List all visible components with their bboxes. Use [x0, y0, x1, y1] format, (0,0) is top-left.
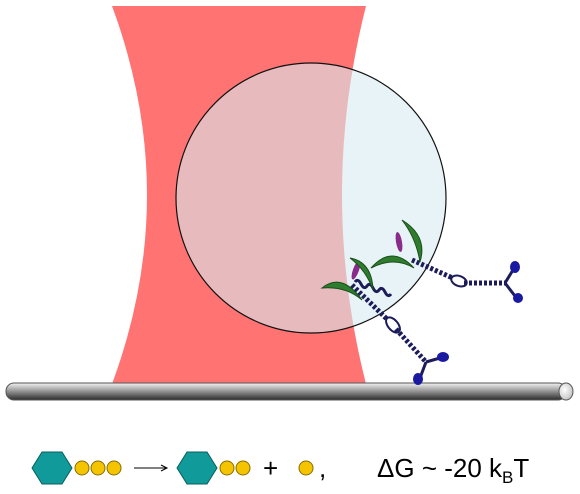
- hexagon-with-two-circles-icon: [176, 451, 251, 485]
- green-domain: [320, 281, 363, 301]
- free-energy-label: ΔG ~ -20 kBT: [377, 453, 529, 487]
- purple-domain: [395, 232, 403, 252]
- hexagon-with-three-circles-icon: [31, 451, 122, 485]
- green-domain: [401, 219, 423, 263]
- comma: ,: [319, 453, 326, 483]
- free-energy-tail: T: [513, 453, 529, 483]
- end-bead: [510, 261, 520, 273]
- end-bead: [513, 293, 523, 303]
- single-circle-icon: [298, 460, 314, 476]
- free-energy-main: ΔG ~ -20 k: [377, 453, 503, 483]
- green-domain: [349, 257, 374, 291]
- bead: [175, 62, 447, 334]
- end-bead: [413, 373, 423, 385]
- free-energy-subscript: B: [502, 468, 513, 487]
- plus-sign: +: [263, 453, 278, 483]
- reaction-equation: + , ΔG ~ -20 kBT: [31, 451, 529, 487]
- surface-rod: [5, 382, 574, 401]
- chain-hinge: [385, 316, 401, 334]
- green-domain: [370, 255, 415, 269]
- end-bead: [437, 352, 449, 362]
- right-arrow-icon: [134, 464, 169, 472]
- tethered-molecule: [320, 257, 449, 385]
- bound-molecule: [370, 219, 523, 303]
